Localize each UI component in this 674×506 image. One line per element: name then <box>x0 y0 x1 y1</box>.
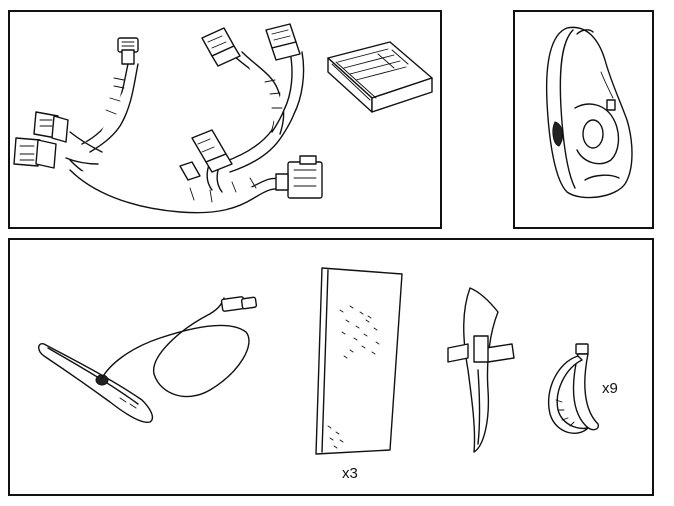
small-connector <box>117 37 139 65</box>
accessories-illustration <box>38 267 599 455</box>
tie-quantity-label: x9 <box>602 380 618 397</box>
control-module <box>327 41 433 113</box>
remote-fob-illustration <box>545 26 633 199</box>
harness-connector-middle <box>179 129 233 181</box>
harness-connector-left-b <box>13 137 57 169</box>
cable-tie <box>548 343 599 434</box>
harness-connector-top-a <box>201 27 241 67</box>
remote-fob <box>545 26 633 199</box>
antenna-sensor <box>38 296 258 423</box>
remote-panel <box>513 10 654 229</box>
mounting-clip <box>447 287 515 453</box>
wiring-harness-illustration <box>13 23 433 214</box>
harness-cable <box>65 51 305 214</box>
harness-connector-left-a <box>33 111 69 143</box>
harness-panel <box>8 10 442 229</box>
strip-quantity-label: x3 <box>342 465 358 482</box>
accessories-panel: x3 x9 <box>8 238 654 496</box>
adhesive-strip <box>315 267 403 455</box>
harness-connector-top-b <box>265 23 301 61</box>
harness-connector-right <box>275 155 323 199</box>
